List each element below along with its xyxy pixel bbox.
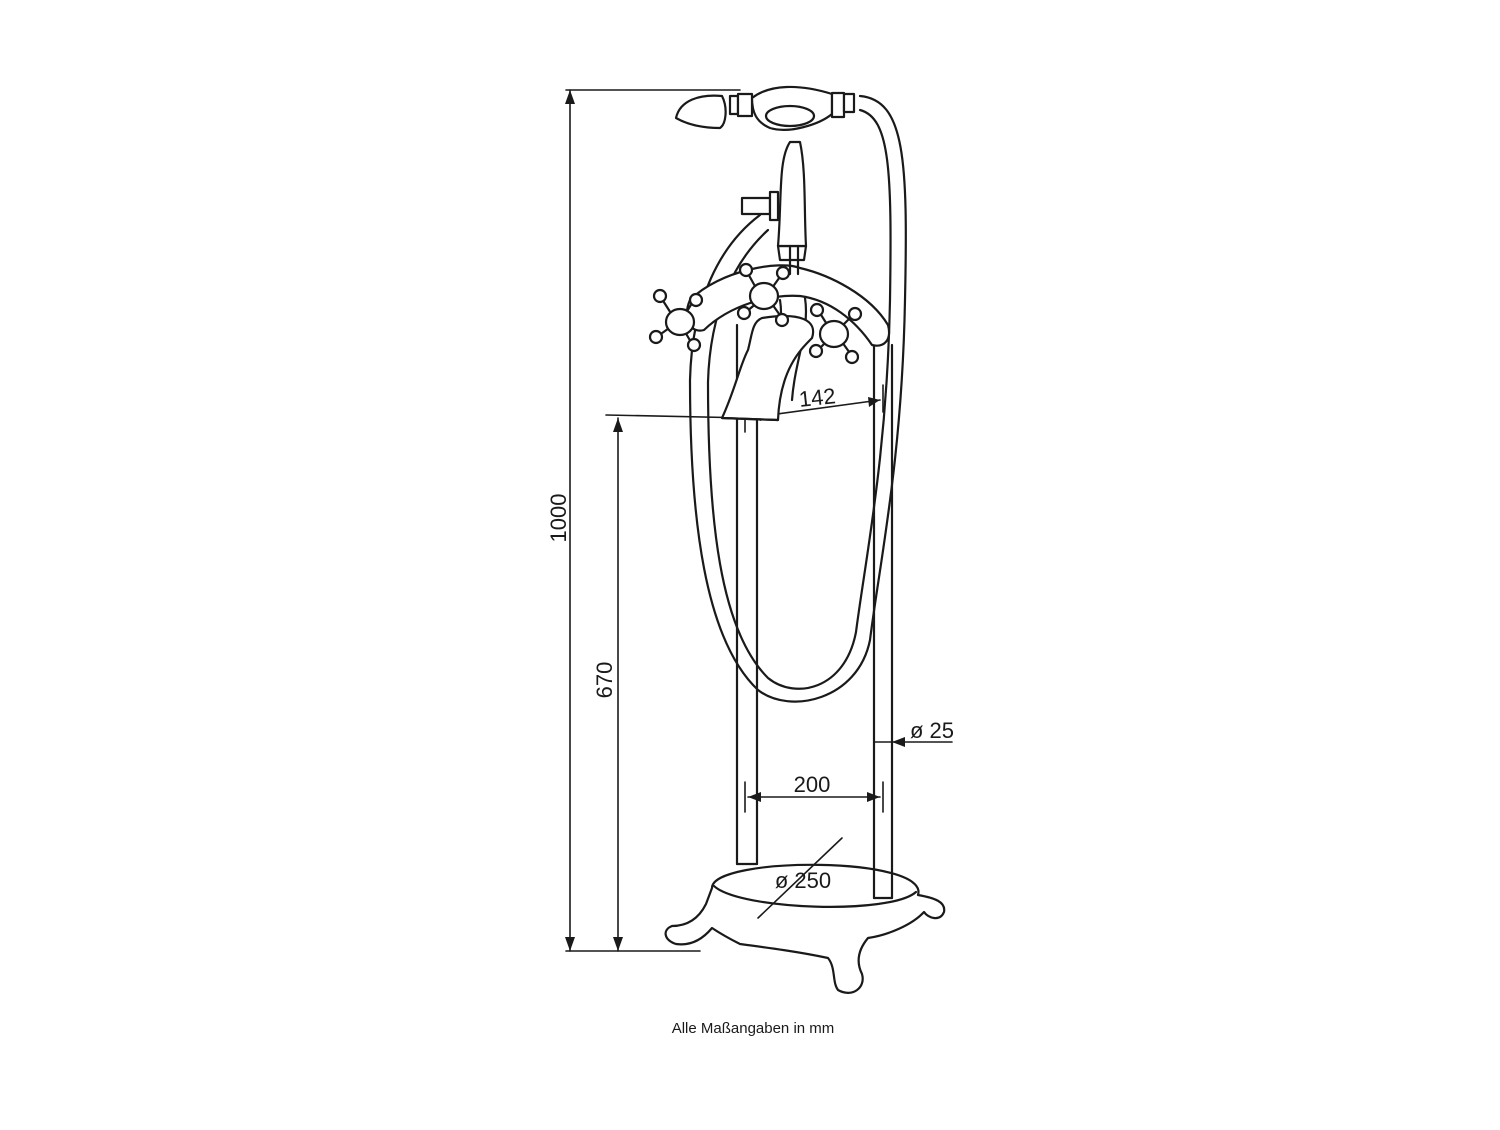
cross-handle-right[interactable] xyxy=(808,302,863,365)
label-total-height: 1000 xyxy=(546,494,571,543)
label-base-diameter: ø 250 xyxy=(775,868,831,893)
hand-shower xyxy=(674,85,856,131)
label-spout-height: 670 xyxy=(592,662,617,699)
dimension-base-diameter: ø 250 xyxy=(757,837,843,919)
label-pipe-diameter: ø 25 xyxy=(910,718,954,743)
shower-holder-column xyxy=(776,140,808,276)
cross-handle-left[interactable] xyxy=(648,288,704,353)
shower-holder-arm xyxy=(740,190,780,222)
units-note: Alle Maßangaben in mm xyxy=(672,1020,835,1037)
label-pipe-spacing: 200 xyxy=(794,772,831,797)
cross-handle-center[interactable] xyxy=(736,262,791,328)
dimension-pipe-spacing: 200 xyxy=(744,772,884,813)
dimension-spout-height: 670 xyxy=(592,414,751,952)
dimension-total-height: 1000 xyxy=(546,89,741,952)
dimension-pipe-diameter: ø 25 xyxy=(873,718,954,747)
bath-spout xyxy=(720,314,815,422)
shower-hose xyxy=(688,94,907,703)
label-spout-reach: 142 xyxy=(798,383,837,412)
